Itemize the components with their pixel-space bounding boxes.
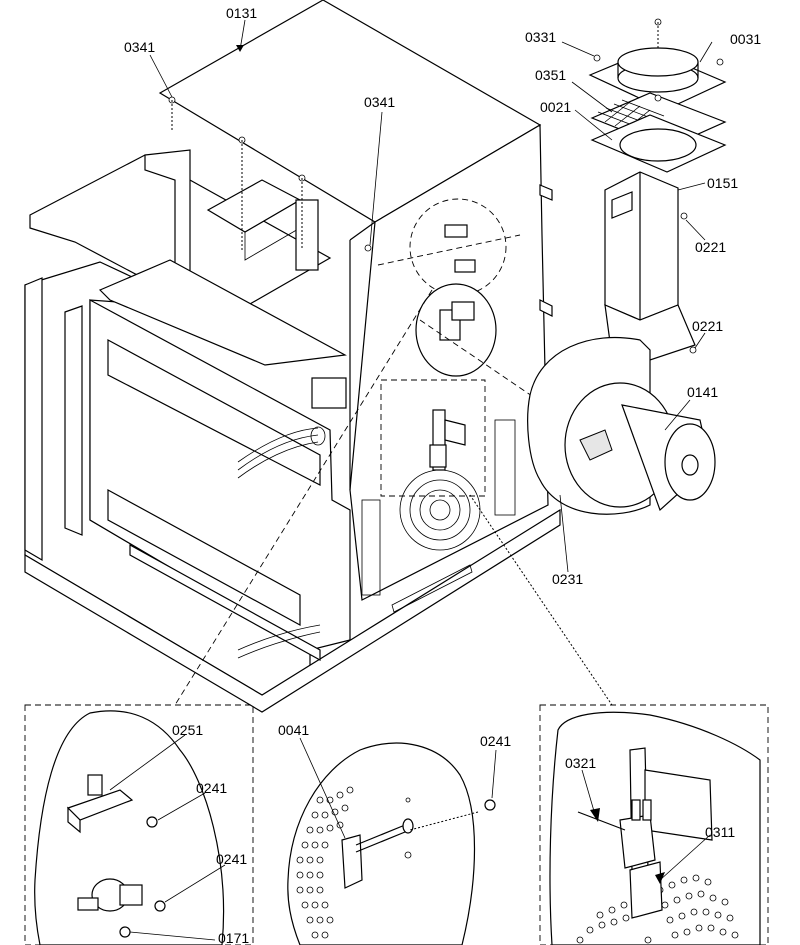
label-0171: 0171 xyxy=(218,930,249,945)
label-0221-bottom: 0221 xyxy=(692,318,723,334)
detail-view-right xyxy=(539,704,769,945)
label-0041: 0041 xyxy=(278,722,309,738)
perforated-pattern-right xyxy=(576,874,739,944)
label-0021: 0021 xyxy=(540,99,571,115)
detail-circle-thermostat xyxy=(409,198,507,377)
label-0341-right: 0341 xyxy=(364,94,395,110)
base-plate xyxy=(24,508,561,713)
label-0351: 0351 xyxy=(535,67,566,83)
detail-view-left xyxy=(24,704,254,945)
label-0321: 0321 xyxy=(565,755,596,771)
label-0131: 0131 xyxy=(226,5,257,21)
label-0251: 0251 xyxy=(172,722,203,738)
label-0341-left: 0341 xyxy=(124,39,155,55)
vertical-duct xyxy=(604,171,679,321)
callout-leaders xyxy=(109,19,713,941)
label-0331: 0331 xyxy=(525,29,556,45)
label-0241-upper: 0241 xyxy=(196,780,227,796)
label-0221-top: 0221 xyxy=(695,239,726,255)
label-0031: 0031 xyxy=(730,31,761,47)
detail-view-middle xyxy=(287,742,496,945)
label-0151: 0151 xyxy=(707,175,738,191)
detail-box-switch xyxy=(380,379,486,497)
label-0141: 0141 xyxy=(687,384,718,400)
blower-motor xyxy=(527,336,716,515)
duct-assembly xyxy=(553,18,727,494)
label-0241-middle: 0241 xyxy=(480,733,511,749)
perforated-pattern xyxy=(296,786,354,939)
label-0231: 0231 xyxy=(552,571,583,587)
vent-perforations xyxy=(361,419,516,596)
part-labels: 0131 0341 0341 0331 0031 0351 0021 0151 … xyxy=(124,5,761,945)
label-0311: 0311 xyxy=(705,824,735,840)
screw-set xyxy=(168,96,372,252)
label-0241-lower: 0241 xyxy=(216,851,247,867)
